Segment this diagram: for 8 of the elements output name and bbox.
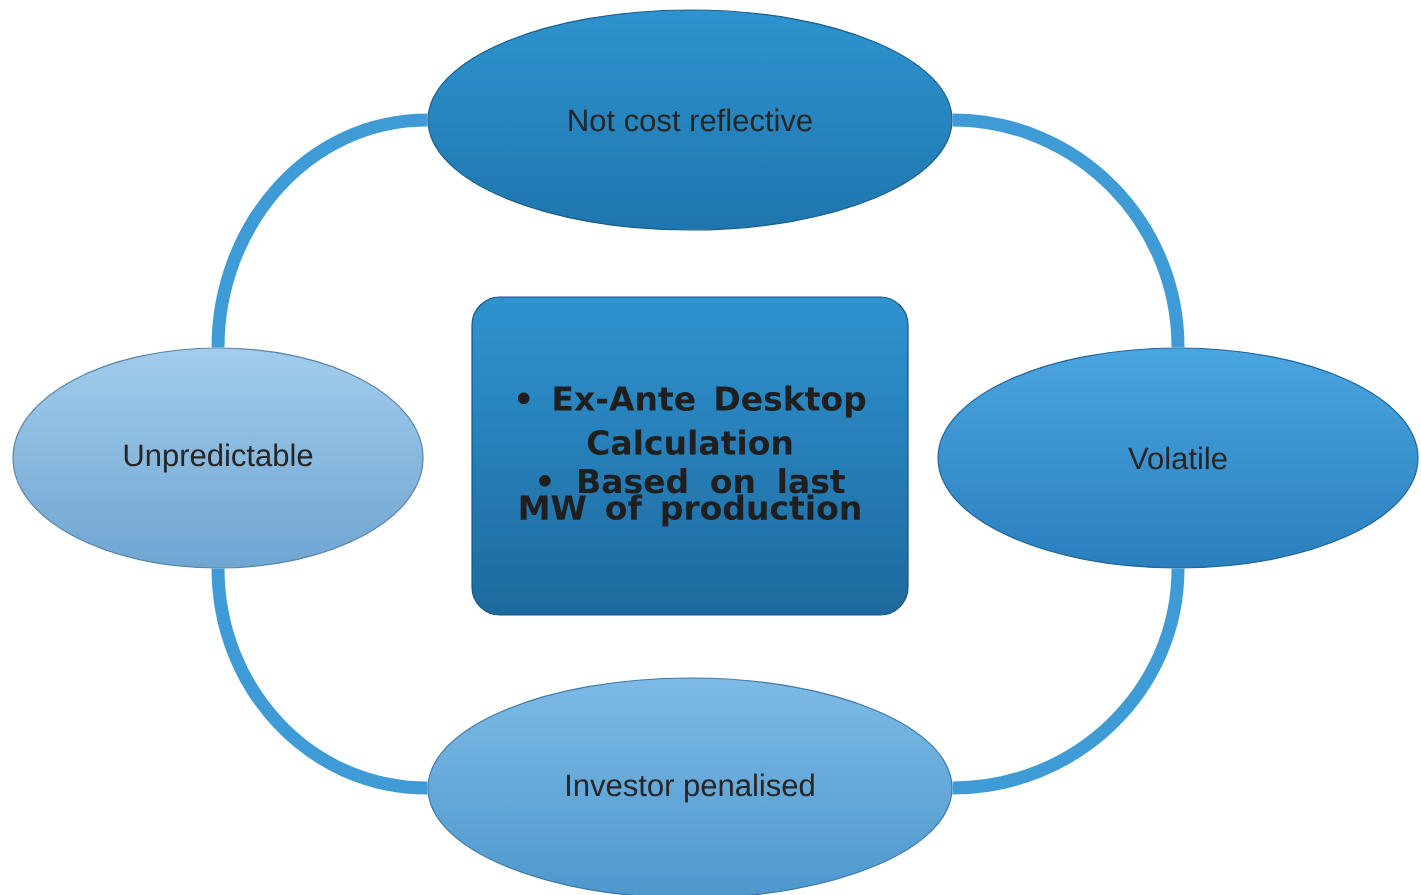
- ellipse-node: Not cost reflective: [427, 9, 953, 231]
- ring-arc: [211, 568, 428, 795]
- center-box: • Ex-Ante Desktop Calculation • Based on last MW of production: [471, 296, 909, 616]
- ring-arc: [952, 113, 1185, 348]
- ellipse-node: Unpredictable: [12, 347, 424, 569]
- ring-arc: [211, 113, 428, 348]
- ellipse-node: Volatile: [937, 347, 1419, 569]
- ring-arc: [952, 568, 1185, 795]
